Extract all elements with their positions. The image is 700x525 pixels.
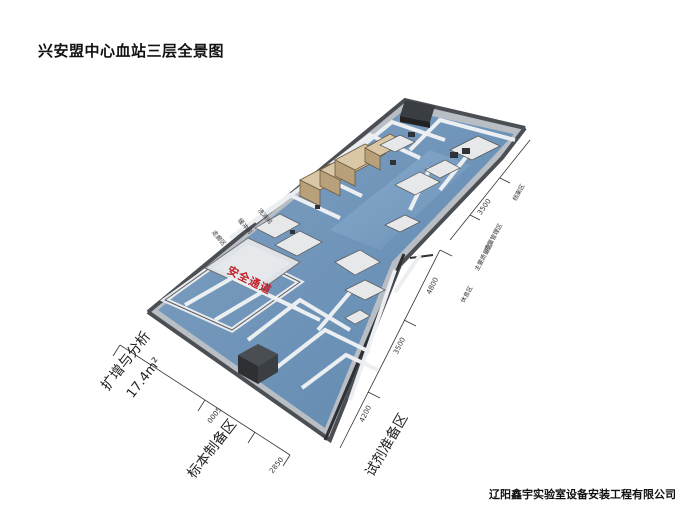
company-name: 辽阳鑫宇实验室设备安装工程有限公司 xyxy=(489,488,676,501)
small-equipment xyxy=(290,132,470,234)
inner-wall xyxy=(393,253,422,294)
equipment-cabinet xyxy=(238,344,278,384)
inner-wall xyxy=(213,289,321,322)
stair-block xyxy=(400,100,435,122)
inner-wall xyxy=(274,327,371,370)
dimension-lines xyxy=(112,139,531,467)
inner-wall xyxy=(348,269,397,401)
inner-wall xyxy=(316,288,354,332)
inner-wall xyxy=(300,352,379,390)
inner-wall xyxy=(408,117,516,152)
inner-wall xyxy=(246,297,352,342)
inner-wall xyxy=(438,150,472,192)
sign-room-floor xyxy=(214,244,290,286)
outer-wall-shadow xyxy=(409,254,434,259)
page-title: 兴安盟中心血站三层全景图 xyxy=(38,42,225,60)
stair-block-side xyxy=(400,116,430,128)
